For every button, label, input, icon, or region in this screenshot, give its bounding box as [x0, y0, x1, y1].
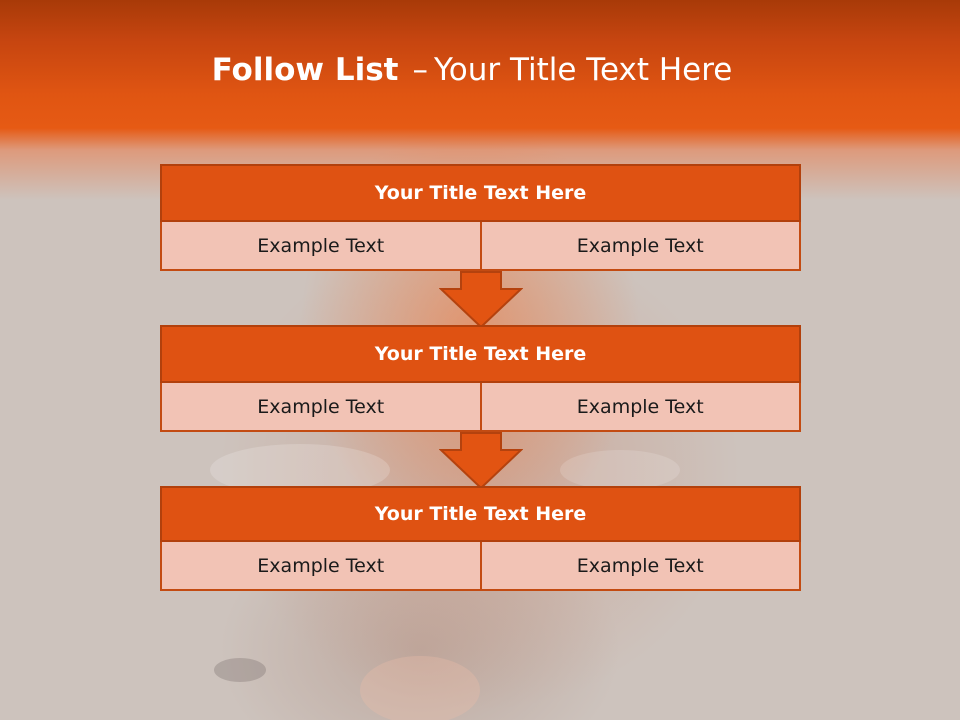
step-text-left: Example Text [160, 383, 482, 432]
step-text-left: Example Text [160, 542, 482, 591]
step-block-1: Your Title Text Here Example Text Exampl… [160, 164, 801, 271]
down-arrow-icon [439, 432, 523, 490]
step-text-right: Example Text [481, 222, 801, 271]
step-row: Example Text Example Text [160, 542, 801, 591]
title-rest: Your Title Text Here [433, 52, 733, 88]
step-title: Your Title Text Here [160, 325, 801, 383]
step-text-left: Example Text [160, 222, 482, 271]
down-arrow-icon [439, 271, 523, 329]
step-title: Your Title Text Here [160, 164, 801, 222]
step-block-3: Your Title Text Here Example Text Exampl… [160, 486, 801, 591]
title-separator: – [412, 52, 428, 88]
step-text-right: Example Text [481, 383, 801, 432]
step-row: Example Text Example Text [160, 222, 801, 271]
title-bold: Follow List [211, 52, 399, 88]
step-block-2: Your Title Text Here Example Text Exampl… [160, 325, 801, 432]
step-row: Example Text Example Text [160, 383, 801, 432]
step-text-right: Example Text [481, 542, 801, 591]
slide-title: Follow List–Your Title Text Here [0, 52, 944, 88]
step-title: Your Title Text Here [160, 486, 801, 542]
